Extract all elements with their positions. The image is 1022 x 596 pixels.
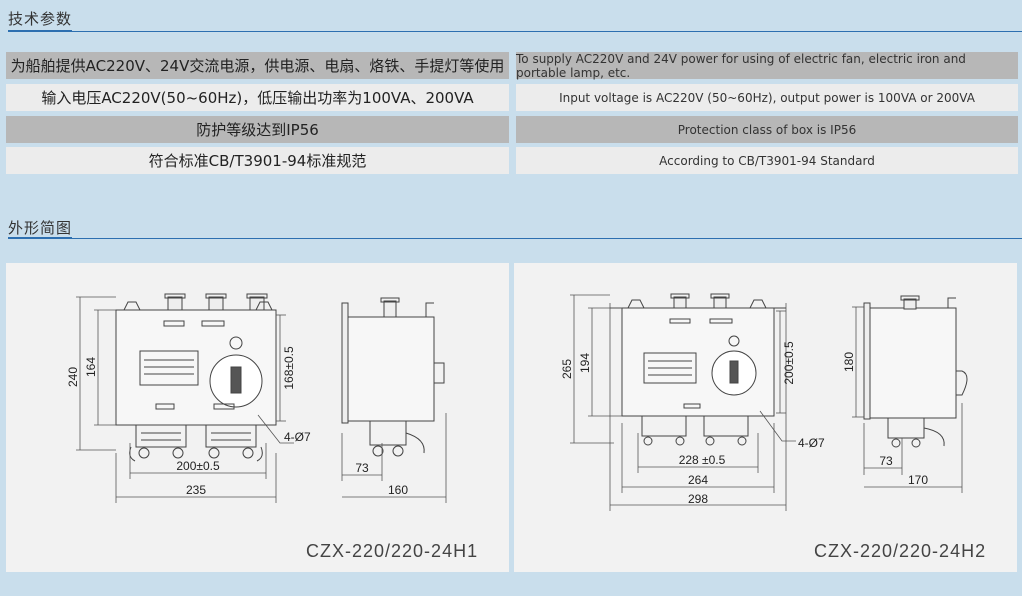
- dim-outer-w: 235: [186, 483, 206, 497]
- spec-row: 为船舶提供AC220V、24V交流电源，供电源、电扇、烙铁、手提灯等使用 To …: [6, 52, 1018, 80]
- front-dimensions: [570, 294, 796, 511]
- model-label: CZX-220/220-24H2: [814, 541, 987, 561]
- section-divider-accent: [8, 30, 72, 32]
- spec-row: 符合标准CB/T3901-94标准规范 According to CB/T390…: [6, 147, 1018, 174]
- section-divider: [8, 238, 1022, 239]
- dim-outer-h: 240: [66, 367, 80, 387]
- spec-en: According to CB/T3901-94 Standard: [516, 147, 1018, 174]
- front-view: [115, 293, 277, 462]
- side-view: [863, 295, 968, 448]
- spec-en: To supply AC220V and 24V power for using…: [516, 52, 1018, 80]
- dim-mount-w: 228 ±0.5: [679, 453, 726, 467]
- section-title-outline: 外形简图: [8, 219, 73, 237]
- dim-mount-w: 200±0.5: [176, 459, 220, 473]
- dimension-labels: 240 164 168±0.5 4-Ø7 200±0.5 235 73 160: [66, 346, 408, 497]
- side-dimensions: [852, 306, 963, 493]
- dim-outer-w: 264: [688, 473, 708, 487]
- section-divider-accent: [8, 237, 72, 239]
- dim-side-offset: 73: [879, 454, 893, 468]
- spec-en: Input voltage is AC220V (50~60Hz), outpu…: [516, 84, 1018, 111]
- dim-side-w: 160: [388, 483, 408, 497]
- front-dimensions: [76, 296, 294, 503]
- model-label: CZX-220/220-24H1: [306, 541, 479, 561]
- dim-side-w: 170: [908, 473, 928, 487]
- spec-en: Protection class of box is IP56: [516, 116, 1018, 143]
- front-view: [610, 293, 786, 446]
- dim-outer-h: 265: [560, 359, 574, 379]
- dim-inner-h: 164: [84, 357, 98, 377]
- spec-zh: 为船舶提供AC220V、24V交流电源，供电源、电扇、烙铁、手提灯等使用: [6, 52, 509, 79]
- dim-mount-h: 200±0.5: [782, 341, 796, 385]
- outline-drawing-h2: 265 194 200±0.5 4-Ø7 228 ±0.5 264 298 18…: [560, 293, 968, 511]
- dim-side-h: 180: [842, 352, 856, 372]
- spec-zh: 符合标准CB/T3901-94标准规范: [6, 147, 509, 174]
- dimension-labels: 265 194 200±0.5 4-Ø7 228 ±0.5 264 298 18…: [560, 341, 928, 506]
- dim-mount-h: 168±0.5: [282, 346, 296, 390]
- spec-zh: 输入电压AC220V(50~60Hz)，低压输出功率为100VA、200VA: [6, 84, 509, 111]
- side-view: [341, 297, 445, 457]
- outline-drawing-h1: 240 164 168±0.5 4-Ø7 200±0.5 235 73 160: [66, 293, 447, 503]
- spec-row: 防护等级达到IP56 Protection class of box is IP…: [6, 116, 1018, 143]
- dim-overall-w: 298: [688, 492, 708, 506]
- dim-hole: 4-Ø7: [284, 430, 311, 444]
- drawing-panel-h2: 265 194 200±0.5 4-Ø7 228 ±0.5 264 298 18…: [514, 263, 1017, 572]
- drawing-panel-h1: 240 164 168±0.5 4-Ø7 200±0.5 235 73 160 …: [6, 263, 509, 572]
- dim-side-offset: 73: [355, 461, 369, 475]
- dim-hole: 4-Ø7: [798, 436, 825, 450]
- section-title-tech-params: 技术参数: [8, 10, 73, 28]
- section-divider: [8, 31, 1022, 32]
- spec-row: 输入电压AC220V(50~60Hz)，低压输出功率为100VA、200VA I…: [6, 84, 1018, 111]
- dim-inner-h: 194: [578, 353, 592, 373]
- side-dimensions: [341, 413, 447, 503]
- spec-zh: 防护等级达到IP56: [6, 116, 509, 143]
